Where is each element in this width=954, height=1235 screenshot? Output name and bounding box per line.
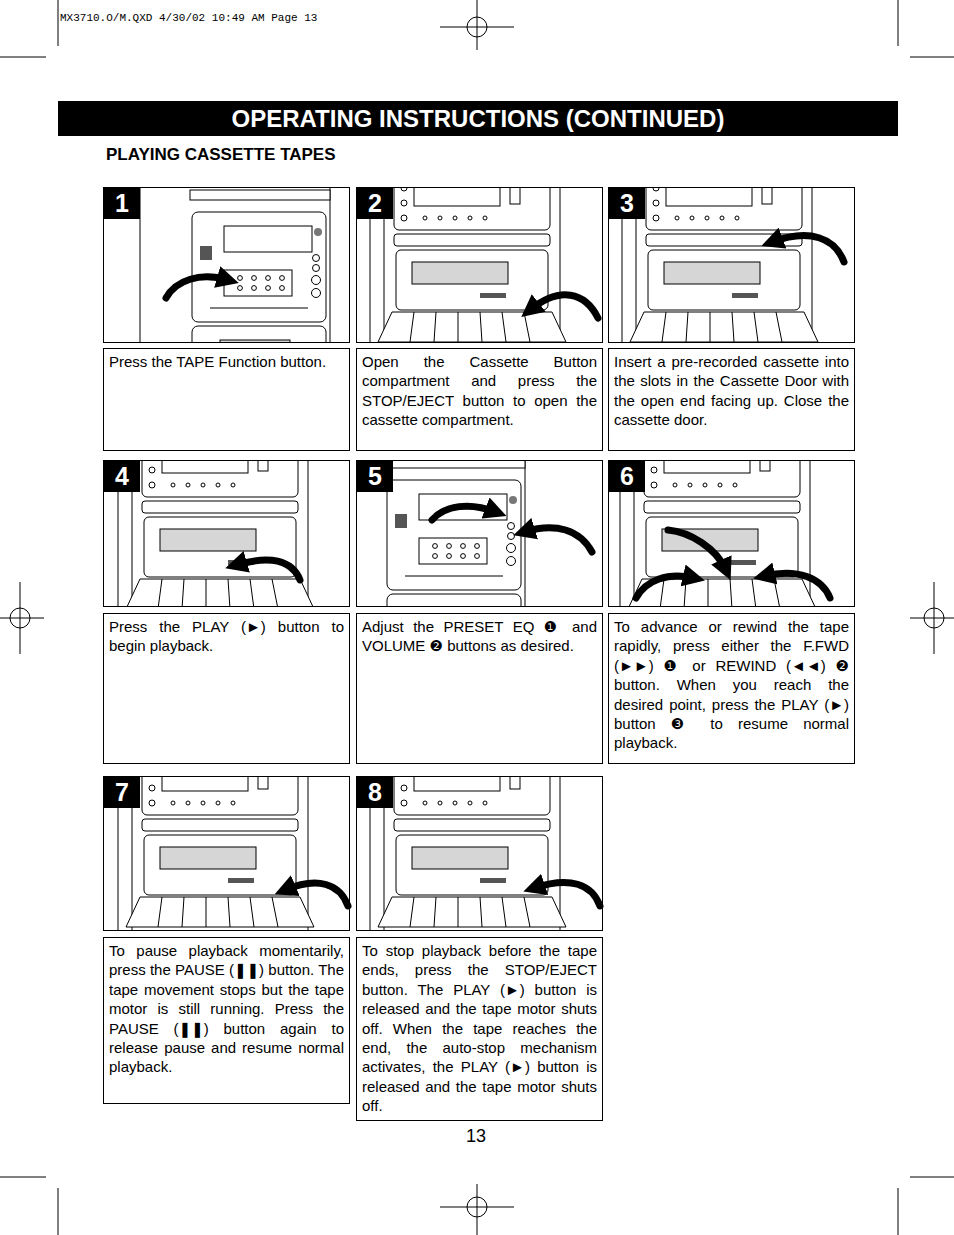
page-title: OPERATING INSTRUCTIONS (CONTINUED) <box>232 105 725 133</box>
step-panel: 3 <box>608 187 855 343</box>
step-number: 8 <box>368 778 382 807</box>
step-number: 5 <box>368 462 382 491</box>
title-bar: OPERATING INSTRUCTIONS (CONTINUED) <box>58 101 898 136</box>
step-number-badge: 6 <box>609 461 645 492</box>
file-slug: MX3710.O/M.QXD 4/30/02 10:49 AM Page 13 <box>60 12 317 24</box>
step-number: 7 <box>115 778 129 807</box>
instruction-box: Press the PLAY (►) button to begin playb… <box>103 613 350 764</box>
instruction-text: To stop playback before the tape ends, p… <box>362 941 597 1116</box>
step-number-badge: 4 <box>104 461 140 492</box>
instruction-text: Press the TAPE Function button. <box>109 352 344 371</box>
step-panel: 5 <box>356 460 603 607</box>
step-number: 1 <box>115 189 129 218</box>
step-number: 2 <box>368 189 382 218</box>
instruction-box: Insert a pre-recorded cassette into the … <box>608 348 855 451</box>
step-number-badge: 2 <box>357 188 393 219</box>
step-number-badge: 7 <box>104 777 140 808</box>
step-panel: 4 <box>103 460 350 607</box>
step-number: 3 <box>620 189 634 218</box>
instruction-box: To stop playback before the tape ends, p… <box>356 937 603 1121</box>
instruction-box: To advance or rewind the tape rapidly, p… <box>608 613 855 764</box>
instruction-text: Adjust the PRESET EQ ❶ and VOLUME ❷ butt… <box>362 617 597 656</box>
step-panel: 6 <box>608 460 855 607</box>
instruction-box: To pause playback momentarily, press the… <box>103 937 350 1104</box>
step-number: 4 <box>115 462 129 491</box>
step-number-badge: 1 <box>104 188 140 219</box>
step-number-badge: 8 <box>357 777 393 808</box>
instruction-box: Adjust the PRESET EQ ❶ and VOLUME ❷ butt… <box>356 613 603 764</box>
section-heading: PLAYING CASSETTE TAPES <box>106 145 336 165</box>
instruction-text: Press the PLAY (►) button to begin playb… <box>109 617 344 656</box>
instruction-text: Insert a pre-recorded cassette into the … <box>614 352 849 430</box>
instruction-text: Open the Cassette Button compartment and… <box>362 352 597 430</box>
instruction-text: To advance or rewind the tape rapidly, p… <box>614 617 849 753</box>
instruction-box: Press the TAPE Function button. <box>103 348 350 451</box>
step-number-badge: 5 <box>357 461 393 492</box>
step-panel: 7 <box>103 776 350 931</box>
step-panel: 2 <box>356 187 603 343</box>
step-number: 6 <box>620 462 634 491</box>
page-number: 13 <box>466 1126 486 1147</box>
instruction-box: Open the Cassette Button compartment and… <box>356 348 603 451</box>
step-panel: 8 <box>356 776 603 931</box>
step-panel: 1 <box>103 187 350 343</box>
instruction-text: To pause playback momentarily, press the… <box>109 941 344 1077</box>
step-number-badge: 3 <box>609 188 645 219</box>
